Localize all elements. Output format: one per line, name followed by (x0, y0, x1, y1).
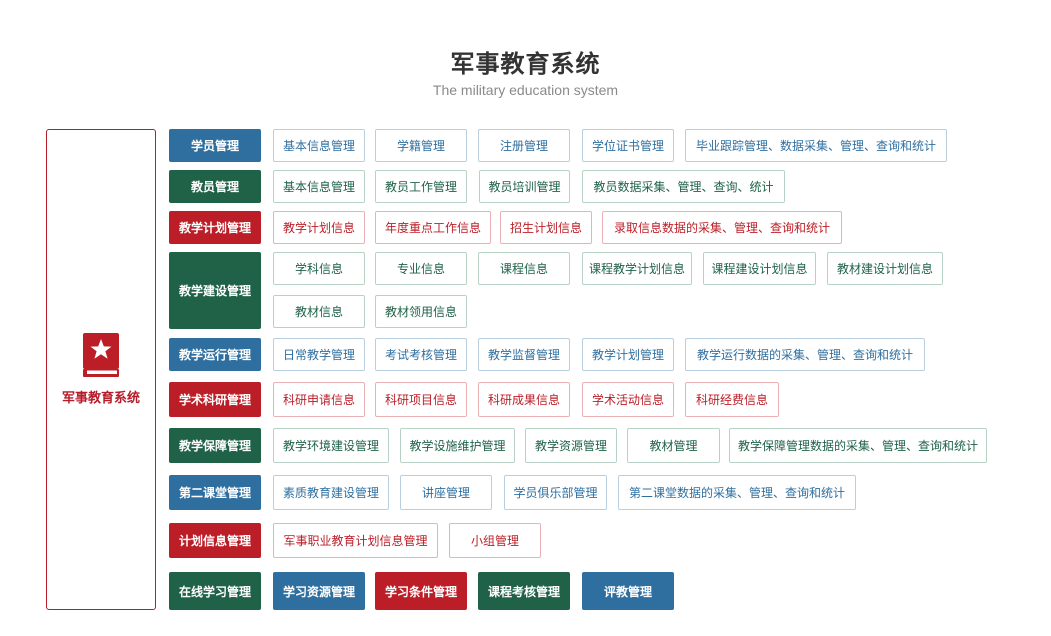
module-item[interactable]: 基本信息管理 (273, 129, 365, 162)
module-item[interactable]: 年度重点工作信息 (375, 211, 491, 244)
module-item[interactable]: 小组管理 (449, 523, 541, 558)
module-item[interactable]: 讲座管理 (400, 475, 492, 510)
module-item[interactable]: 学位证书管理 (582, 129, 674, 162)
module-item[interactable]: 教员数据采集、管理、查询、统计 (582, 170, 785, 203)
module-item[interactable]: 学籍管理 (375, 129, 467, 162)
module-item[interactable]: 教学监督管理 (478, 338, 570, 371)
module-item[interactable]: 教材信息 (273, 295, 365, 328)
module-item[interactable]: 科研申请信息 (273, 382, 365, 417)
module-item[interactable]: 学习条件管理 (375, 572, 467, 610)
module-item[interactable]: 教学资源管理 (525, 428, 617, 463)
module-item[interactable]: 学员俱乐部管理 (504, 475, 607, 510)
module-item[interactable]: 科研项目信息 (375, 382, 467, 417)
module-item[interactable]: 学习资源管理 (273, 572, 365, 610)
module-item[interactable]: 课程考核管理 (478, 572, 570, 610)
system-card[interactable]: 军事教育系统 (46, 129, 156, 610)
module-item[interactable]: 教员工作管理 (375, 170, 467, 203)
page-subtitle: The military education system (432, 82, 619, 98)
module-item[interactable]: 素质教育建设管理 (273, 475, 389, 510)
category-7[interactable]: 第二课堂管理 (169, 475, 261, 510)
module-item[interactable]: 第二课堂数据的采集、管理、查询和统计 (618, 475, 856, 510)
module-item[interactable]: 课程教学计划信息 (582, 252, 692, 285)
module-item[interactable]: 注册管理 (478, 129, 570, 162)
module-item[interactable]: 军事职业教育计划信息管理 (273, 523, 438, 558)
module-item[interactable]: 专业信息 (375, 252, 467, 285)
module-item[interactable]: 教材建设计划信息 (827, 252, 943, 285)
category-9[interactable]: 在线学习管理 (169, 572, 261, 610)
category-3[interactable]: 教学建设管理 (169, 252, 261, 329)
category-0[interactable]: 学员管理 (169, 129, 261, 162)
page-title: 军事教育系统 (450, 50, 601, 78)
category-1[interactable]: 教员管理 (169, 170, 261, 203)
module-item[interactable]: 考试考核管理 (375, 338, 467, 371)
module-item[interactable]: 录取信息数据的采集、管理、查询和统计 (602, 211, 842, 244)
category-4[interactable]: 教学运行管理 (169, 338, 261, 371)
module-item[interactable]: 教学设施维护管理 (400, 428, 515, 463)
module-item[interactable]: 学术活动信息 (582, 382, 674, 417)
module-item[interactable]: 教学环境建设管理 (273, 428, 389, 463)
module-item[interactable]: 科研经费信息 (685, 382, 779, 417)
module-item[interactable]: 基本信息管理 (273, 170, 365, 203)
module-item[interactable]: 教员培训管理 (479, 170, 570, 203)
system-label: 军事教育系统 (61, 391, 140, 406)
module-item[interactable]: 毕业跟踪管理、数据采集、管理、查询和统计 (685, 129, 947, 162)
book-star-icon (83, 333, 119, 377)
category-2[interactable]: 教学计划管理 (169, 211, 261, 244)
category-8[interactable]: 计划信息管理 (169, 523, 261, 558)
module-item[interactable]: 评教管理 (582, 572, 674, 610)
category-6[interactable]: 教学保障管理 (169, 428, 261, 463)
category-5[interactable]: 学术科研管理 (169, 382, 261, 417)
module-item[interactable]: 招生计划信息 (500, 211, 592, 244)
module-item[interactable]: 教学计划信息 (273, 211, 365, 244)
module-item[interactable]: 科研成果信息 (478, 382, 570, 417)
module-item[interactable]: 教学运行数据的采集、管理、查询和统计 (685, 338, 925, 371)
module-item[interactable]: 课程信息 (478, 252, 570, 285)
module-item[interactable]: 教学保障管理数据的采集、管理、查询和统计 (729, 428, 987, 463)
module-item[interactable]: 课程建设计划信息 (703, 252, 816, 285)
module-item[interactable]: 教材领用信息 (375, 295, 467, 328)
module-item[interactable]: 教材管理 (627, 428, 720, 463)
module-item[interactable]: 学科信息 (273, 252, 365, 285)
module-item[interactable]: 教学计划管理 (582, 338, 674, 371)
module-item[interactable]: 日常教学管理 (273, 338, 365, 371)
